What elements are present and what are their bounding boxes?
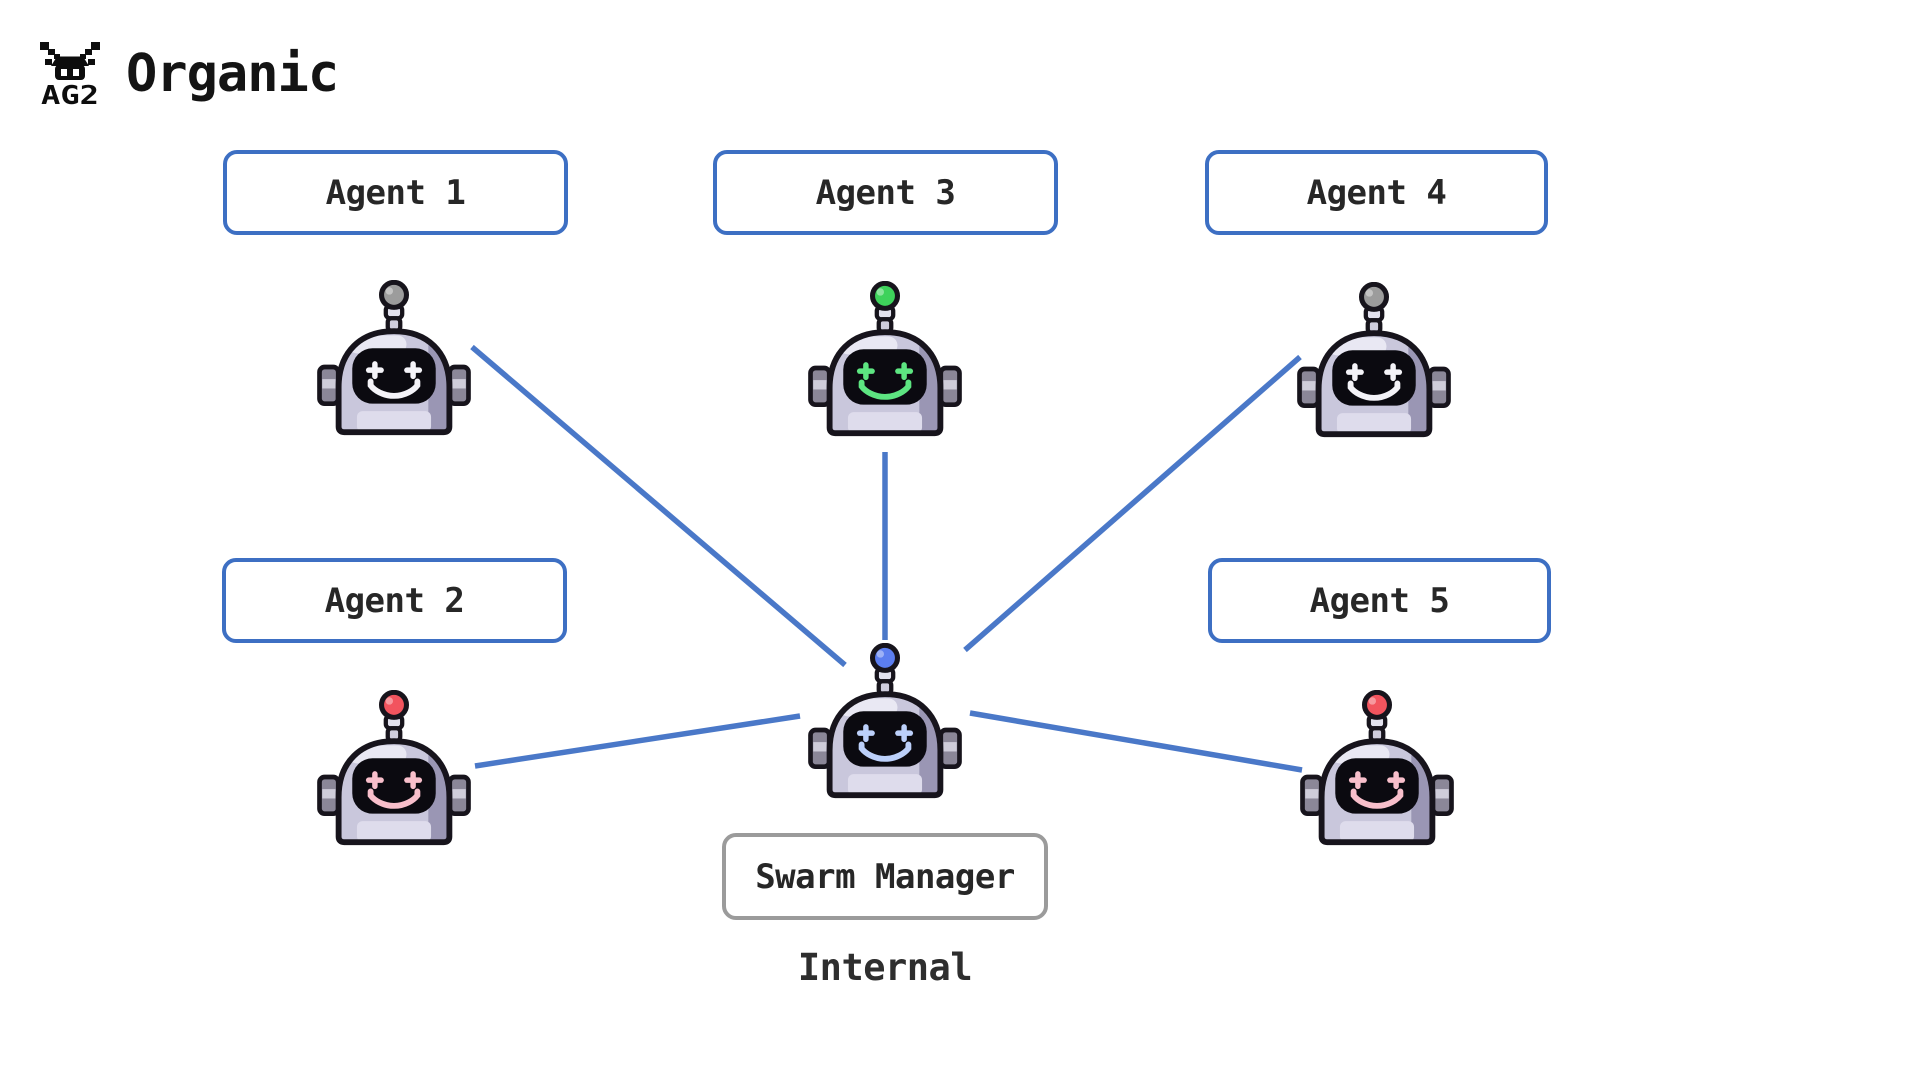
agent4-robot-icon bbox=[1296, 281, 1452, 442]
agent5-robot-icon bbox=[1299, 689, 1455, 850]
agent2-robot-icon bbox=[316, 689, 472, 850]
agent3-robot-icon bbox=[807, 280, 963, 441]
connector-line-agent2-manager bbox=[474, 713, 801, 769]
agent1-box: Agent 1 bbox=[223, 150, 568, 235]
page-title: Organic bbox=[126, 44, 339, 104]
agent4-box: Agent 4 bbox=[1205, 150, 1548, 235]
ag2-logo-icon: AG2 bbox=[40, 42, 100, 108]
diagram-caption: Internal bbox=[797, 946, 973, 989]
agent3-box: Agent 3 bbox=[713, 150, 1058, 235]
connector-line-agent5-manager bbox=[969, 710, 1303, 773]
agent1-robot-icon bbox=[316, 279, 472, 440]
agent5-box: Agent 5 bbox=[1208, 558, 1551, 643]
header: AG2 Organic bbox=[38, 40, 339, 108]
manager-box: Swarm Manager bbox=[722, 833, 1048, 920]
manager-robot-icon bbox=[807, 642, 963, 803]
logo-text: AG2 bbox=[41, 81, 99, 108]
connector-line-agent1-manager bbox=[470, 344, 847, 668]
connector-line-agent4-manager bbox=[963, 354, 1302, 653]
agent2-box: Agent 2 bbox=[222, 558, 567, 643]
